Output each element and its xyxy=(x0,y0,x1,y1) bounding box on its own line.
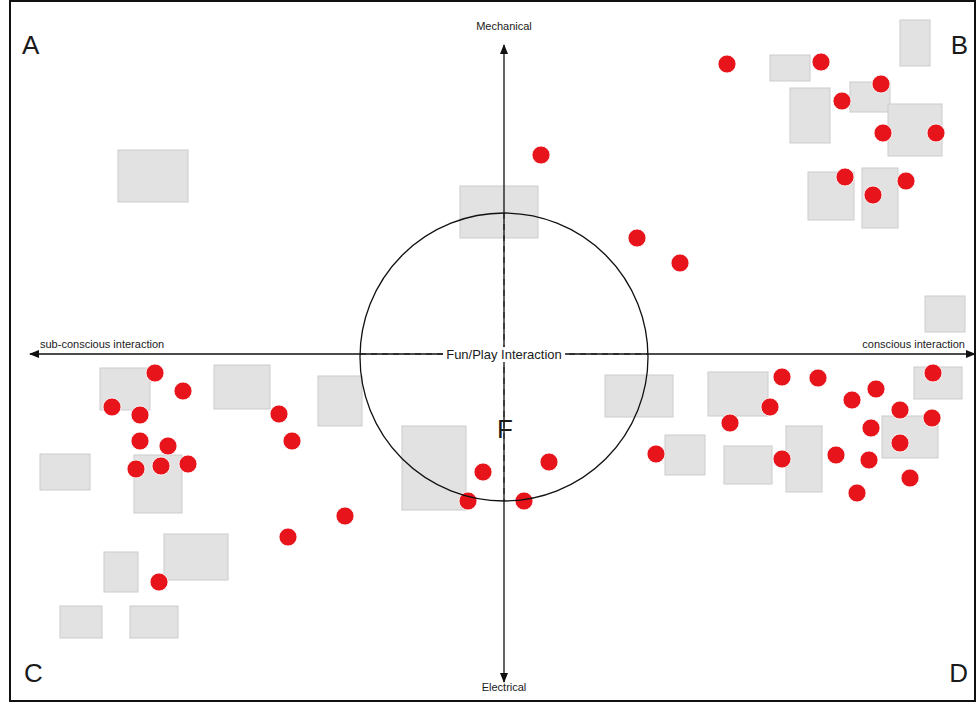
quadrant-letter: D xyxy=(949,660,968,686)
axis-label: Electrical xyxy=(482,681,527,694)
product-photos xyxy=(40,20,965,638)
quadrant-letter: C xyxy=(24,660,43,686)
axes xyxy=(30,45,975,682)
quadrant-letter: B xyxy=(951,32,968,58)
circle-label: Fun/Play Interaction xyxy=(443,347,565,362)
play-circle: Fun/Play Interaction xyxy=(359,212,649,502)
axis-label: sub-conscious interaction xyxy=(40,338,164,351)
axis-label: conscious interaction xyxy=(862,338,965,351)
frame xyxy=(10,1,975,701)
product-dots xyxy=(103,53,945,591)
quadrant-letter: F xyxy=(497,416,513,442)
axis-label: Mechanical xyxy=(476,20,532,33)
quadrant-letter: A xyxy=(22,32,39,58)
